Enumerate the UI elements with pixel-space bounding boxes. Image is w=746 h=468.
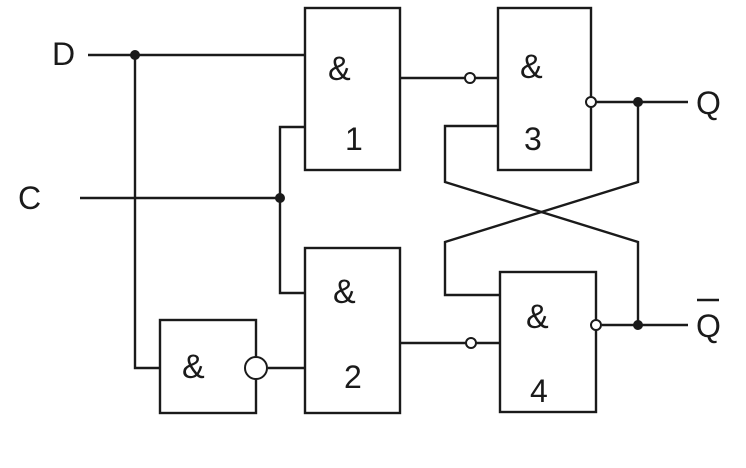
junction-q [633,97,643,107]
gate-4-box [498,270,598,414]
wire-feedback-q [443,102,640,297]
gate-3-number: 3 [524,121,542,157]
wire-d-to-inverter [133,55,160,370]
gate-1-box [303,6,402,172]
junction-c [275,193,285,203]
output-q-label: Q [696,85,721,121]
gate-1-number: 1 [345,121,363,157]
gate-2-box [303,246,402,415]
gate-2-number: 2 [344,359,362,395]
gate-4-symbol: & [526,298,549,336]
gate3-input-bubble [464,72,476,84]
gate-3-symbol: & [520,48,543,86]
gate-4-number: 4 [530,373,548,409]
wire-c-to-gate1 [278,125,305,198]
junction-qbar [633,320,643,330]
inverter-gate-symbol: & [182,348,205,386]
input-c-label: C [18,180,41,216]
output-qbar-label: Q [696,308,721,344]
junction-d [130,50,140,60]
wire-feedback-qbar [443,124,640,325]
input-d-label: D [52,36,75,72]
inverter-output-bubble [244,356,268,380]
inverter-gate-box [158,318,258,415]
gate-1-symbol: & [328,50,351,88]
wire-c-to-gate2 [278,198,305,295]
gate3-output-bubble [585,96,597,108]
gate4-output-bubble [590,319,602,331]
gate4-input-bubble [465,337,477,349]
gate-3-box [496,6,593,172]
gate-2-symbol: & [333,273,356,311]
wires [80,53,688,370]
